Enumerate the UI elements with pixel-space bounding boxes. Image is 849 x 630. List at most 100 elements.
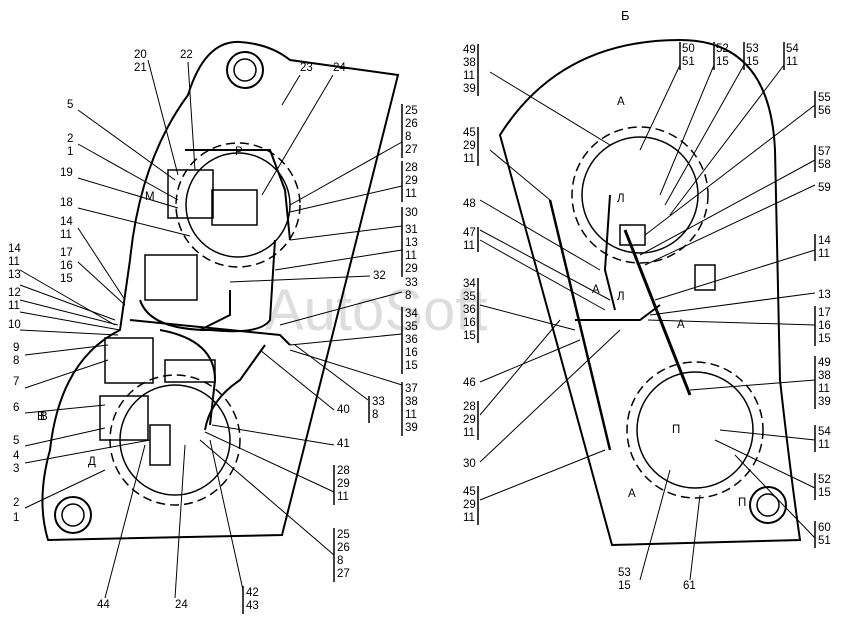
callout-left-5: 5 — [67, 99, 73, 111]
callout-right-col-50: 50 — [682, 43, 695, 55]
leader-right-col-6 — [644, 184, 816, 266]
leader-left-col-13 — [209, 439, 244, 591]
callout-left-col-29: 29 — [405, 175, 418, 187]
leader-right-col-11 — [719, 429, 816, 441]
callout-right-16: 16 — [463, 317, 476, 329]
section-mark-r: Р — [235, 146, 243, 158]
callout-left-24: 24 — [333, 62, 346, 74]
callout-left-11: 11 — [60, 229, 72, 241]
callout-right-col-55: 55 — [818, 92, 831, 104]
leader-right-0 — [489, 71, 611, 146]
callout-right-53: 53 — [618, 567, 631, 579]
leader-left-col-7 — [289, 349, 403, 386]
leader-left-19 — [24, 439, 151, 464]
callout-right-col-17: 17 — [818, 307, 831, 319]
leader-left-22 — [174, 444, 186, 599]
callout-right-11: 11 — [463, 70, 475, 82]
leader-right-4 — [479, 239, 606, 311]
callout-left-14: 14 — [8, 243, 21, 255]
callout-left-22: 22 — [180, 49, 193, 61]
callout-left-col-8: 8 — [405, 290, 411, 302]
right-assembly-view: А А А А Л Л П П — [498, 38, 802, 547]
callout-left-col-39: 39 — [405, 422, 418, 434]
callout-left-col-43: 43 — [246, 600, 259, 612]
callout-left-col-31: 31 — [405, 224, 418, 236]
section-mark-l-mid: Л — [617, 291, 625, 303]
leader-right-col-7 — [654, 249, 816, 301]
callout-left-col-29: 29 — [405, 263, 418, 275]
view-label: Б — [621, 8, 630, 23]
callout-right-11: 11 — [463, 153, 475, 165]
callout-right-45: 45 — [463, 486, 476, 498]
leader-right-10 — [639, 469, 671, 581]
callout-right-col-58: 58 — [818, 159, 831, 171]
callout-right-15: 15 — [463, 330, 476, 342]
callout-right-38: 38 — [463, 57, 476, 69]
callout-left-col-11: 11 — [405, 188, 417, 200]
leader-right-5 — [479, 304, 576, 331]
leader-left-col-4 — [229, 275, 371, 283]
callout-left-col-25: 25 — [337, 529, 350, 541]
callout-left-13: 13 — [8, 269, 21, 281]
callout-right-col-16: 16 — [818, 320, 831, 332]
callout-left-col-33: 33 — [405, 277, 418, 289]
callout-right-36: 36 — [463, 304, 476, 316]
callout-right-11: 11 — [463, 240, 475, 252]
callout-right-col-14: 14 — [818, 235, 831, 247]
leader-left-col-11 — [204, 431, 335, 493]
callout-right-col-54: 54 — [786, 43, 799, 55]
leader-left-6 — [77, 177, 179, 209]
leader-left-col-2 — [289, 225, 403, 241]
callout-left-col-8: 8 — [372, 409, 378, 421]
leader-right-8 — [479, 329, 621, 463]
leader-left-col-0 — [289, 141, 403, 206]
callout-right-col-60: 60 — [818, 522, 831, 534]
callout-left-col-27: 27 — [405, 144, 418, 156]
callout-right-29: 29 — [463, 414, 476, 426]
callout-left-2: 2 — [13, 497, 19, 509]
leader-right-9 — [479, 449, 606, 501]
leader-left-16 — [24, 359, 109, 389]
callout-right-col-49: 49 — [818, 357, 831, 369]
callout-right-col-11: 11 — [818, 439, 830, 451]
leader-right-11 — [689, 494, 701, 581]
leader-right-2 — [479, 199, 601, 271]
callout-left-8: 8 — [13, 355, 19, 367]
callout-left-col-28: 28 — [405, 162, 418, 174]
callout-left-col-35: 35 — [405, 321, 418, 333]
callout-left-20: 20 — [134, 49, 147, 61]
callout-left-col-36: 36 — [405, 334, 418, 346]
leader-left-15 — [24, 344, 109, 356]
callout-left-5: 5 — [13, 435, 19, 447]
callout-left-2: 2 — [67, 133, 73, 145]
leader-right-6 — [479, 339, 581, 383]
leader-left-5 — [77, 143, 179, 201]
callout-right-col-15: 15 — [716, 56, 729, 68]
section-mark-p-top: П — [672, 424, 680, 436]
section-mark-d: Д — [88, 456, 96, 468]
leader-right-col-2 — [664, 64, 745, 206]
callout-left-6: 6 — [13, 402, 19, 414]
callout-right-col-15: 15 — [818, 487, 831, 499]
section-mark-l-top: Л — [617, 193, 625, 205]
section-mark-v: В — [40, 411, 48, 423]
leader-left-14 — [19, 329, 119, 336]
leader-right-col-3 — [669, 64, 785, 216]
leader-left-10 — [19, 269, 116, 326]
callout-right-col-53: 53 — [746, 43, 759, 55]
leader-right-col-1 — [659, 64, 715, 196]
section-mark-a-right: А — [677, 319, 685, 331]
callout-right-29: 29 — [463, 499, 476, 511]
callout-left-col-11: 11 — [337, 491, 349, 503]
callout-left-В: В — [37, 411, 45, 423]
section-mark-m: М — [145, 191, 155, 203]
callout-left-1: 1 — [67, 146, 73, 158]
callout-right-col-15: 15 — [746, 56, 759, 68]
callout-right-30: 30 — [463, 458, 476, 470]
callout-left-24: 24 — [175, 599, 188, 611]
callout-left-col-11: 11 — [405, 409, 417, 421]
leader-left-2 — [281, 74, 301, 106]
callout-left-14: 14 — [60, 216, 73, 228]
callout-right-col-54: 54 — [818, 426, 831, 438]
leader-right-3 — [479, 229, 611, 301]
